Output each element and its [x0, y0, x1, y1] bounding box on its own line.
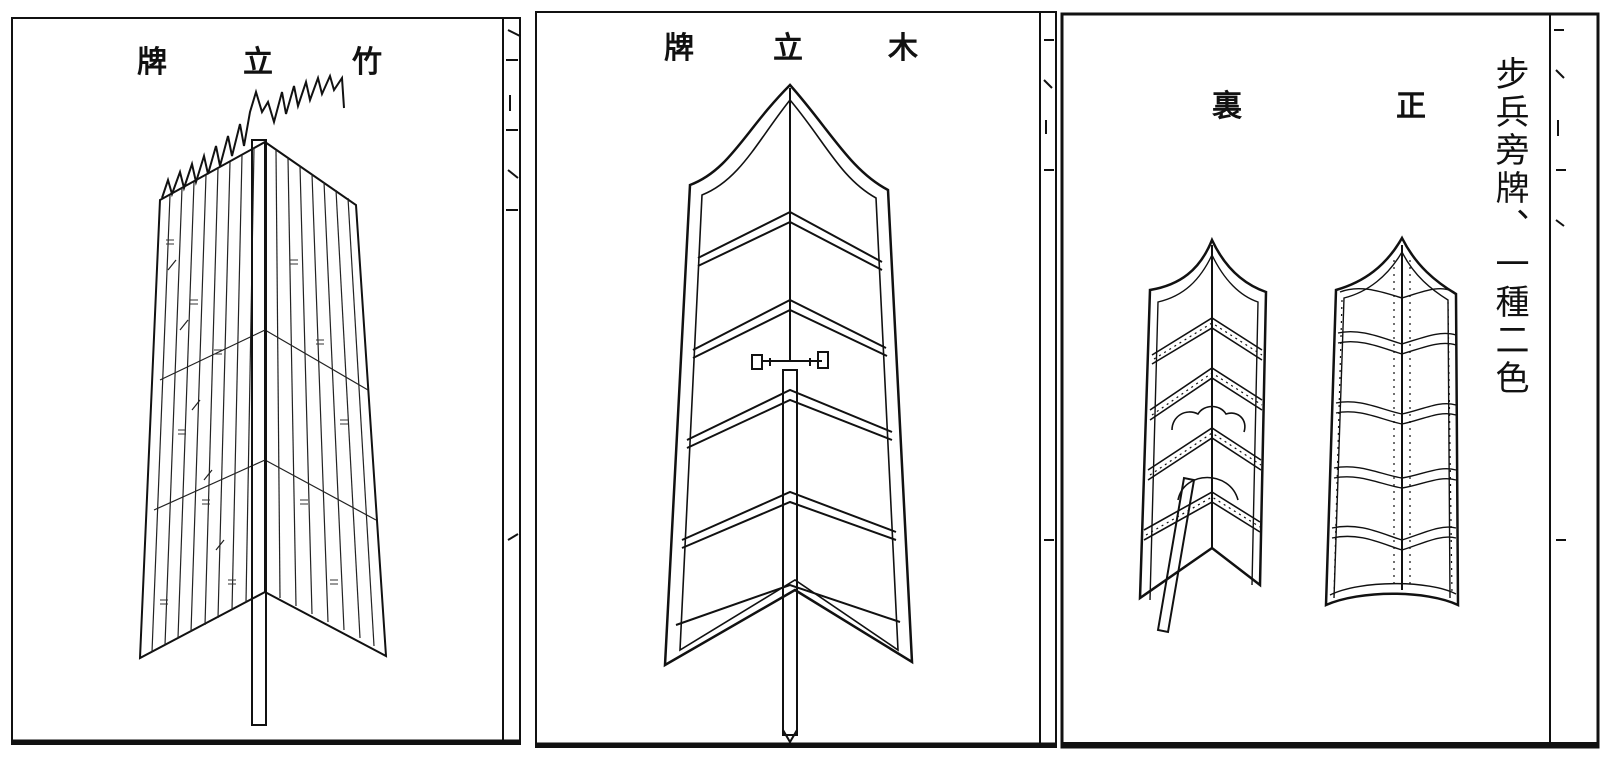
- bamboo-shield-illustration: [11, 17, 521, 745]
- bamboo-nodes: [160, 239, 348, 605]
- caption-char-3: 木: [888, 31, 918, 66]
- infantry-shields-illustration: [1060, 12, 1600, 749]
- handle: [751, 351, 829, 370]
- wooden-slats: [675, 210, 901, 626]
- caption-char-3: 竹: [352, 45, 382, 80]
- caption-char-2: 立: [773, 31, 803, 66]
- panel-infantry-shields: 裏 正 步兵旁牌、一種二色: [1060, 0, 1600, 779]
- caption-char-1: 牌: [664, 31, 694, 66]
- shield-front: [1324, 235, 1460, 607]
- caption-char-1: 牌: [137, 45, 167, 80]
- panel-bamboo-shield: 牌 立 竹: [0, 0, 530, 779]
- vertical-title: 步兵旁牌、一種二色: [1489, 56, 1529, 398]
- wooden-shield-illustration: [535, 11, 1057, 748]
- bamboo-strips-right: [264, 149, 377, 647]
- shield-back: [1138, 236, 1268, 634]
- panel-wooden-shield: 牌 立 木: [530, 0, 1060, 779]
- bamboo-strips-left: [151, 147, 266, 653]
- caption-back: 裏: [1212, 89, 1242, 124]
- caption-char-2: 立: [243, 45, 273, 80]
- caption-front: 正: [1396, 89, 1426, 124]
